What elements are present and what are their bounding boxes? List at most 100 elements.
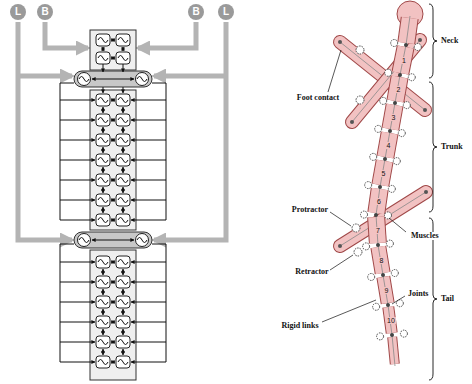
coupling-arrow [131,220,166,221]
section-label: Trunk [440,143,464,151]
muscle-coil [408,74,415,81]
coupling-arrow [103,47,104,51]
muscle-coil [375,125,382,132]
coupling-arrow [123,187,124,193]
sine-symbol [118,98,128,103]
callout-number: 5 [381,170,387,177]
salamander-robot [322,1,437,380]
oscillator [96,256,110,268]
foot-point [418,38,422,42]
limb-oscillator-cell [136,73,149,86]
muscle-coil [361,211,368,218]
coupling-arrow [103,289,104,295]
leader-line [322,300,376,322]
coupling-arrow [123,47,124,51]
muscle-coil [363,243,370,250]
joint [404,43,408,47]
coupling-arrow [111,262,115,263]
sine-symbol [98,118,108,123]
oscillator [96,34,110,46]
part-label: Foot contact [296,94,340,102]
coupling-arrow [111,200,115,201]
sine-symbol [98,360,108,365]
coupling-arrow [103,107,104,113]
oscillator [116,94,130,106]
muscle-coil [400,330,407,337]
leader-line [392,296,405,304]
section-brace [429,4,437,78]
drive-arrow [138,22,196,48]
coupling-arrow [103,349,104,355]
oscillator [116,214,130,226]
joint [381,273,385,277]
coupling-arrow [131,160,166,161]
sine-symbol [98,98,108,103]
callout-number: 4 [386,142,392,149]
coupling-arrow [103,309,104,315]
coupling-arrow [131,200,166,201]
oscillator [96,134,110,146]
oscillator [116,256,130,268]
sine-symbol [118,300,128,305]
drive-arrow [154,22,226,240]
oscillator [116,34,130,46]
limb-oscillator [74,71,152,87]
muscle-coil [352,224,360,232]
drive-letter: B [41,7,48,17]
coupling-arrow [131,302,166,303]
drive-badge [188,4,204,20]
section-label: Neck [440,37,459,45]
part-label: Rigid links [280,322,319,330]
coupling-arrow [103,269,104,275]
coupling-arrow [103,167,104,173]
drive-arrow [154,74,226,79]
muscle-coil [391,39,398,46]
oscillator [96,194,110,206]
sine-symbol [98,38,108,43]
callout-number: 9 [384,287,390,294]
muscle-coil [373,303,380,310]
oscillator [96,94,110,106]
sine-symbol [118,56,128,61]
coupling-arrow [111,302,115,303]
coupling-arrow [60,200,95,201]
sine-symbol [118,138,128,143]
muscle-coil [388,185,395,192]
sine-symbol [79,238,89,243]
coupling-arrow [103,329,104,335]
part-label: Joints [407,290,429,298]
oscillator [116,356,130,368]
drive-letter: L [223,7,229,17]
coupling-arrow [103,64,104,72]
coupling-arrow [123,87,124,93]
sine-symbol [98,178,108,183]
muscle-coil [414,44,421,51]
coupling-arrow [123,309,124,315]
coupling-arrow [111,120,115,121]
coupling-arrow [131,120,166,121]
joint [376,243,380,247]
coupling-arrow [123,167,124,173]
coupling-arrow [111,322,115,323]
muscle-coil [391,270,398,277]
section-label: Tail [440,295,455,303]
muscle-coil [356,96,364,104]
foot-point [424,190,428,194]
sine-symbol [98,300,108,305]
coupling-arrow [123,127,124,133]
coupling-arrow [92,79,134,80]
sine-symbol [98,320,108,325]
coupling-arrow [103,127,104,133]
coupling-arrow [60,220,95,221]
muscle-coil [398,130,405,137]
coupling-arrow [92,240,134,241]
muscle-coil [370,153,377,160]
muscle-coil [356,46,364,54]
drive-arrow [18,22,72,240]
sine-symbol [98,198,108,203]
joint [386,303,390,307]
segment-column [90,30,136,70]
joint [383,157,387,161]
coupling-arrow [131,362,166,363]
limb-oscillator-cell [136,234,149,247]
